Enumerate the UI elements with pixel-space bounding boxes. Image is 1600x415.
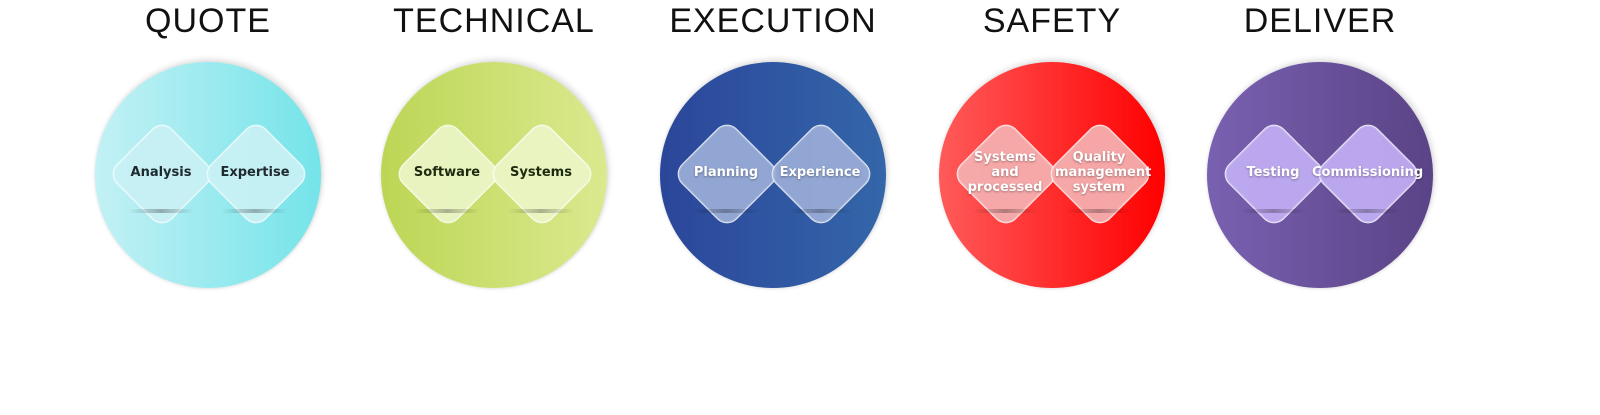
diamond-label: Analysis bbox=[130, 165, 192, 180]
diamond-shadow bbox=[1334, 209, 1400, 213]
diamond-label: Expertise bbox=[220, 165, 290, 180]
circle-deliver: Testing Commissioning bbox=[1207, 62, 1433, 288]
diamond-label: Planning bbox=[693, 165, 759, 180]
diamond-label: Systems bbox=[510, 165, 572, 180]
diamond-label: Systems and processed bbox=[967, 150, 1043, 195]
diamond-shadow bbox=[693, 209, 759, 213]
diamond-shadow bbox=[128, 209, 194, 213]
diamond-shadow bbox=[414, 209, 480, 213]
diamond-shadow bbox=[508, 209, 574, 213]
column-title-deliver: DELIVER bbox=[1243, 2, 1397, 40]
column-title-execution: EXECUTION bbox=[669, 2, 877, 40]
diamond-shadow bbox=[222, 209, 288, 213]
diamond-shadow bbox=[1066, 209, 1132, 213]
diamond-label: Experience bbox=[779, 165, 861, 180]
diamond-shadow bbox=[972, 209, 1038, 213]
column-title-safety: SAFETY bbox=[982, 2, 1122, 40]
diamond-label: Quality management system bbox=[1055, 150, 1152, 195]
circle-technical: Software Systems bbox=[381, 62, 607, 288]
circle-quote: Analysis Expertise bbox=[95, 62, 321, 288]
diamond-label: Testing bbox=[1246, 165, 1300, 180]
circle-safety: Systems and processed Quality management … bbox=[939, 62, 1165, 288]
diamond-shadow bbox=[1240, 209, 1306, 213]
diamond-label: Commissioning bbox=[1312, 165, 1424, 180]
circle-execution: Planning Experience bbox=[660, 62, 886, 288]
column-title-quote: QUOTE bbox=[145, 2, 271, 40]
column-title-technical: TECHNICAL bbox=[393, 2, 595, 40]
diamond-shadow bbox=[787, 209, 853, 213]
diamond-label: Software bbox=[413, 165, 481, 180]
